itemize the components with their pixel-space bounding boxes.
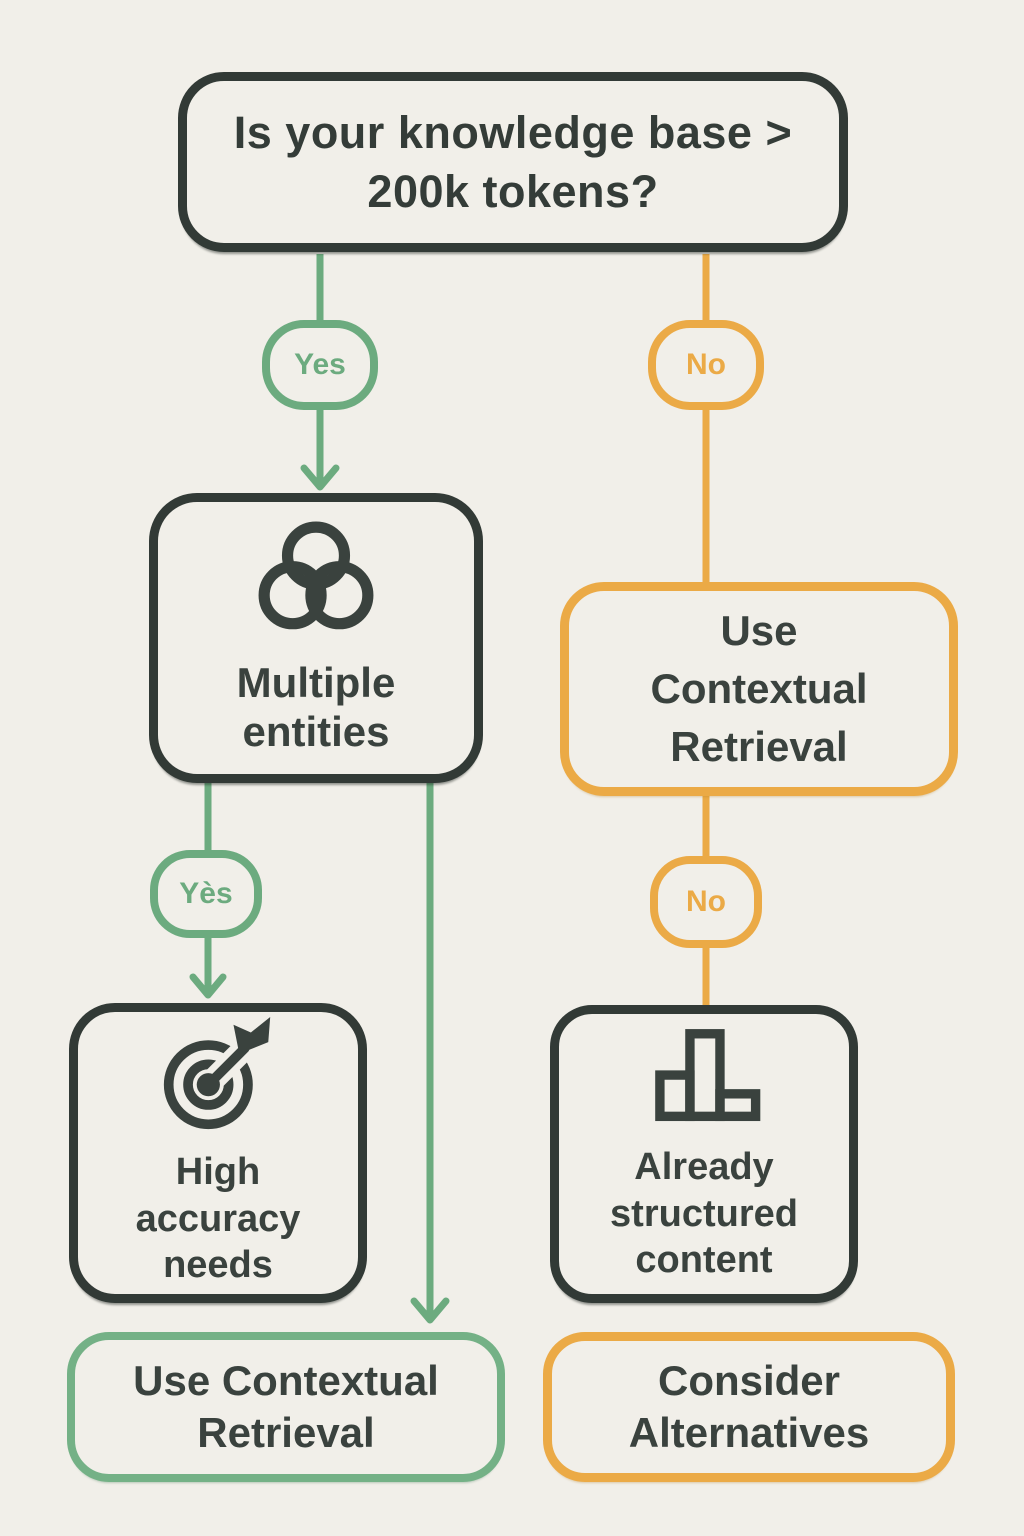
node-use-contextual-retrieval-bottom: Use Contextual Retrieval [67,1332,505,1482]
node-high-accuracy: High accuracy needs [69,1003,367,1303]
connector-yes2-to-high-accuracy [189,934,227,999]
node-label-line: Retrieval [197,1409,375,1456]
node-label-line: Multiple [236,658,396,706]
node-label-line: entities [242,708,390,755]
root-question-text: Is your knowledge base > 200k tokens? [187,103,839,222]
node-use-contextual-retrieval-right: Use Contextual Retrieval [560,582,958,796]
arrowhead-icon [410,1297,450,1324]
connector-yes1-to-multiple-entities [300,406,340,491]
node-label: Consider Alternatives [629,1355,869,1460]
node-root-question: Is your knowledge base > 200k tokens? [178,72,848,252]
node-label-line: Already [634,1146,774,1189]
branch-label-text: No [686,348,726,381]
node-already-structured: Already structured content [550,1005,858,1303]
root-question-line: Is your knowledge base [233,106,753,158]
node-label-line: structured [610,1192,798,1235]
node-multiple-entities: Multiple entities [149,493,483,783]
node-label-line: needs [163,1244,273,1287]
node-label-line: Use [720,607,798,655]
arrowhead-icon [189,973,227,999]
node-label-line: Retrieval [670,722,848,770]
node-label: Use Contextual Retrieval [133,1355,439,1460]
target-arrow-icon [163,1017,271,1130]
branch-label-text: Yes [294,348,346,381]
node-label-line: accuracy [135,1197,301,1240]
node-label-line: High [175,1151,261,1194]
connector-multiple-entities-to-use-contextual [410,779,450,1324]
branch-label-text: No [686,885,726,918]
root-question-line: > 200k tokens? [367,106,793,217]
branch-label-text: Yès [179,877,233,910]
node-label-line: Consider [657,1356,841,1404]
branch-label-yes-2: Yès [150,850,262,938]
node-label-line: Use Contextual [133,1356,439,1404]
node-label-line: Contextual [650,665,868,713]
arrowhead-icon [300,464,340,491]
node-label: High accuracy needs [136,1149,301,1288]
branch-label-no-1: No [648,320,764,410]
node-label: Use Contextual Retrieval [650,602,867,776]
node-label-line: Alternatives [628,1409,870,1456]
branch-label-no-2: No [650,856,762,948]
node-consider-alternatives: Consider Alternatives [543,1332,955,1482]
node-label: Multiple entities [237,658,396,756]
branch-label-yes-1: Yes [262,320,378,410]
node-label-line: content [635,1239,773,1282]
node-label: Already structured content [610,1144,798,1283]
bar-chart-icon [655,1029,761,1122]
three-circles-icon [258,521,374,630]
